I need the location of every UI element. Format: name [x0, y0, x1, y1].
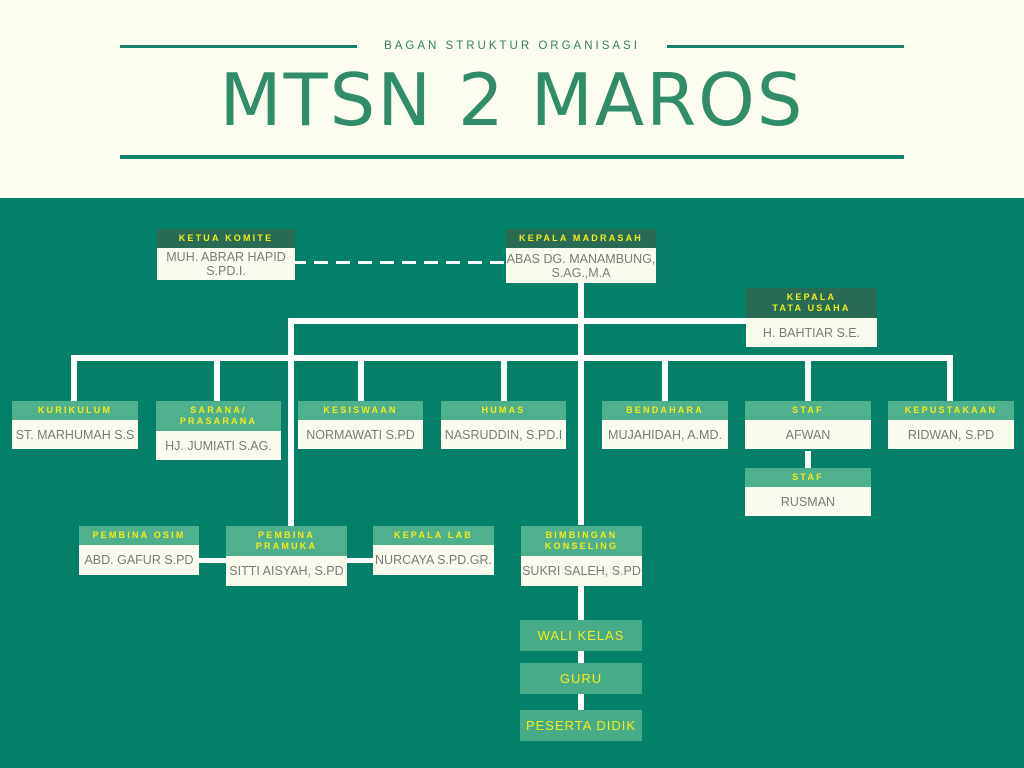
node-guru[interactable]: GURU — [520, 663, 642, 694]
node-name-kepustakaan: RIDWAN, S.PD — [888, 420, 1014, 449]
node-pembina-osim[interactable]: PEMBINA OSIM ABD. GAFUR S.PD — [79, 526, 199, 575]
node-role-kesiswaan: KESISWAAN — [298, 401, 423, 420]
node-name-kurikulum: ST. MARHUMAH S.S — [12, 420, 138, 449]
edge-guru-to-peserta — [578, 694, 584, 710]
node-role-sarana-prasarana: SARANA/ PRASARANA — [156, 401, 281, 431]
edge-spine-to-bimbingan — [578, 355, 584, 525]
edge-center-spine — [578, 318, 584, 358]
node-bendahara[interactable]: BENDAHARA MUJAHIDAH, A.MD. — [602, 401, 728, 449]
kicker-rule-right — [667, 44, 904, 48]
edge-drop-kepustakaan — [947, 355, 953, 401]
node-role-bendahara: BENDAHARA — [602, 401, 728, 420]
node-role-bimbingan-konseling: BIMBINGAN KONSELING — [521, 526, 642, 556]
node-name-kesiswaan: NORMAWATI S.PD — [298, 420, 423, 449]
kicker-rule-left — [120, 44, 357, 48]
edge-osim-to-pramuka — [197, 558, 228, 563]
edge-drop-humas — [501, 355, 507, 401]
node-name-pembina-osim: ABD. GAFUR S.PD — [79, 545, 199, 575]
edge-drop-kurikulum — [71, 355, 77, 401]
node-role-kepustakaan: KEPUSTAKAAN — [888, 401, 1014, 420]
node-sarana-prasarana[interactable]: SARANA/ PRASARANA HJ. JUMIATI S.AG. — [156, 401, 281, 460]
edge-staf1-to-staf2 — [805, 451, 811, 473]
node-role-staf-2: STAF — [745, 468, 871, 487]
title-underline-rule — [120, 155, 904, 159]
edge-kepala-bus-left — [288, 318, 584, 324]
edge-drop-bendahara — [662, 355, 668, 401]
edge-spine-to-pramuka — [288, 355, 294, 528]
node-bimbingan-konseling[interactable]: BIMBINGAN KONSELING SUKRI SALEH, S.PD — [521, 526, 642, 586]
node-pembina-pramuka[interactable]: PEMBINA PRAMUKA SITTI AISYAH, S.PD — [226, 526, 347, 586]
node-ketua-komite[interactable]: KETUA KOMITE MUH. ABRAR HAPID S.PD.I. — [157, 229, 295, 280]
node-staf-1[interactable]: STAF AFWAN — [745, 401, 871, 449]
node-kesiswaan[interactable]: KESISWAAN NORMAWATI S.PD — [298, 401, 423, 449]
node-peserta-didik[interactable]: PESERTA DIDIK — [520, 710, 642, 741]
node-kepala-madrasah[interactable]: KEPALA MADRASAH ABAS DG. MANAMBUNG, S.AG… — [506, 229, 656, 283]
node-kepustakaan[interactable]: KEPUSTAKAAN RIDWAN, S.PD — [888, 401, 1014, 449]
kicker-text: BAGAN STRUKTUR ORGANISASI — [384, 40, 640, 52]
node-role-staf-1: STAF — [745, 401, 871, 420]
edge-bimbingan-to-wali — [578, 573, 584, 620]
node-kurikulum[interactable]: KURIKULUM ST. MARHUMAH S.S — [12, 401, 138, 449]
node-name-ketua-komite: MUH. ABRAR HAPID S.PD.I. — [157, 248, 295, 280]
node-name-sarana-prasarana: HJ. JUMIATI S.AG. — [156, 431, 281, 460]
chart-canvas: KETUA KOMITE MUH. ABRAR HAPID S.PD.I. KE… — [0, 198, 1024, 768]
title-header: BAGAN STRUKTUR ORGANISASI MTSN 2 MAROS — [0, 0, 1024, 198]
edge-komite-to-kepala — [292, 261, 506, 264]
node-name-staf-1: AFWAN — [745, 420, 871, 449]
node-staf-2[interactable]: STAF RUSMAN — [745, 468, 871, 516]
node-name-staf-2: RUSMAN — [745, 487, 871, 516]
edge-drop-staf1 — [805, 355, 811, 401]
node-name-kepala-lab: NURCAYA S.PD.GR. — [373, 545, 494, 575]
node-name-bimbingan-konseling: SUKRI SALEH, S.PD — [521, 556, 642, 586]
node-role-ketua-komite: KETUA KOMITE — [157, 229, 295, 248]
node-humas[interactable]: HUMAS NASRUDDIN, S.PD.I — [441, 401, 566, 449]
node-name-kepala-madrasah: ABAS DG. MANAMBUNG, S.AG.,M.A — [506, 248, 656, 283]
node-name-humas: NASRUDDIN, S.PD.I — [441, 420, 566, 449]
edge-left-spine — [288, 318, 294, 360]
node-name-bendahara: MUJAHIDAH, A.MD. — [602, 420, 728, 449]
edge-pramuka-to-lab — [345, 558, 375, 563]
node-wali-kelas[interactable]: WALI KELAS — [520, 620, 642, 651]
node-name-pembina-pramuka: SITTI AISYAH, S.PD — [226, 556, 347, 586]
node-name-kepala-tata-usaha: H. BAHTIAR S.E. — [746, 318, 877, 347]
node-kepala-lab[interactable]: KEPALA LAB NURCAYA S.PD.GR. — [373, 526, 494, 575]
edge-kepala-stem — [578, 281, 584, 321]
page-title: MTSN 2 MAROS — [219, 58, 805, 142]
edge-distribution-bus — [71, 355, 953, 361]
edge-drop-kesiswaan — [358, 355, 364, 401]
node-role-pembina-osim: PEMBINA OSIM — [79, 526, 199, 545]
node-kepala-tata-usaha[interactable]: KEPALA TATA USAHA H. BAHTIAR S.E. — [746, 288, 877, 347]
node-role-kepala-madrasah: KEPALA MADRASAH — [506, 229, 656, 248]
node-role-humas: HUMAS — [441, 401, 566, 420]
kicker-row: BAGAN STRUKTUR ORGANISASI — [120, 38, 904, 54]
edge-drop-sarana — [214, 355, 220, 401]
edge-wali-to-guru — [578, 651, 584, 667]
node-role-kurikulum: KURIKULUM — [12, 401, 138, 420]
node-role-kepala-lab: KEPALA LAB — [373, 526, 494, 545]
node-role-kepala-tata-usaha: KEPALA TATA USAHA — [746, 288, 877, 318]
edge-kepala-to-tu — [578, 318, 750, 324]
node-role-pembina-pramuka: PEMBINA PRAMUKA — [226, 526, 347, 556]
